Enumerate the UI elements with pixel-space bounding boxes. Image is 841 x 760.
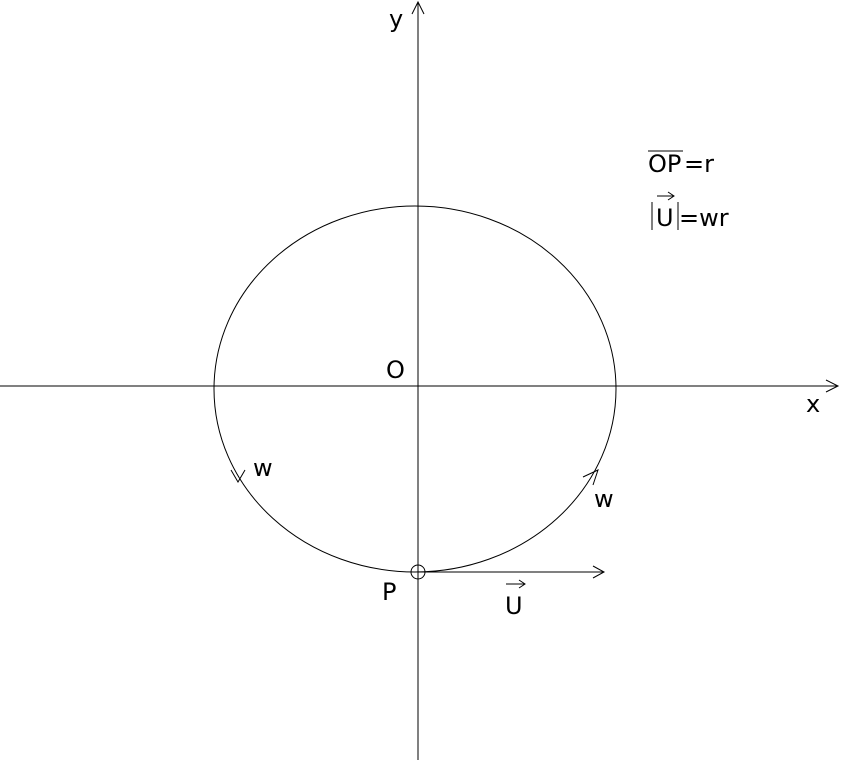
eq1-left: OP <box>648 150 681 178</box>
rotation-arrow-right-icon <box>582 469 599 486</box>
eq1-right: =r <box>684 150 714 178</box>
origin-label: O <box>386 356 405 384</box>
velocity-label-arrow-icon <box>518 579 526 589</box>
velocity-label: U <box>505 592 523 620</box>
y-axis-label: y <box>389 5 403 33</box>
point-p-label: P <box>382 578 396 606</box>
eq2-right: =wr <box>679 204 729 232</box>
rotation-arrow-left-icon <box>230 469 246 483</box>
y-axis-arrowhead <box>411 0 425 15</box>
eq2-vector-arrow-icon <box>667 191 675 201</box>
circular-path <box>213 205 617 573</box>
velocity-vector-arrowhead <box>592 565 606 579</box>
omega-label-right: w <box>594 485 614 513</box>
eq2-left: U <box>656 204 674 232</box>
omega-label-left: w <box>253 454 273 482</box>
x-axis-label: x <box>806 390 820 418</box>
x-axis-arrowhead <box>825 379 840 393</box>
